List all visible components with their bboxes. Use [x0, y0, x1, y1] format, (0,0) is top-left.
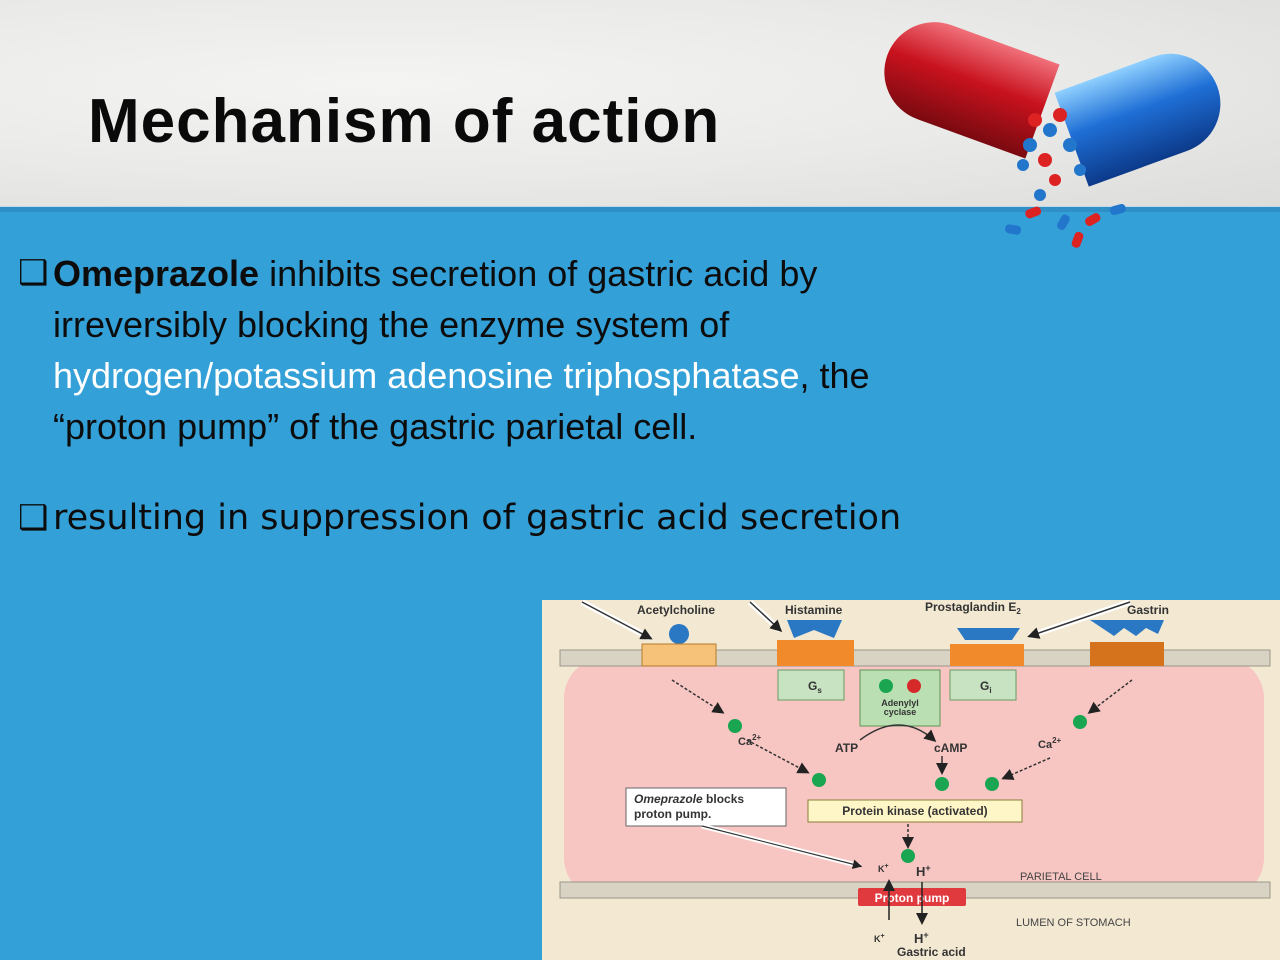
- plus-icon: [1073, 715, 1087, 729]
- gs-protein: [777, 669, 845, 701]
- bullet-suppression: ❑ resulting in suppression of gastric ac…: [18, 490, 978, 546]
- ep3-receptor: [950, 644, 1024, 666]
- pge-ligand: [957, 628, 1020, 640]
- bullet-text: Omeprazole inhibits secretion of gastric…: [18, 248, 933, 452]
- enzyme-name: hydrogen/potassium adenosine triphosphat…: [53, 355, 800, 396]
- capsule-illustration: [884, 22, 1221, 248]
- receptor-acetylcholine: Acetylcholine: [637, 603, 715, 617]
- cyclase-label: cyclase: [884, 707, 917, 717]
- h-in-label: H+: [916, 863, 931, 879]
- callout-line2: proton pump.: [634, 807, 711, 821]
- cell-body: [564, 658, 1264, 898]
- adenylyl-cyclase: [859, 669, 941, 727]
- receptor-histamine: Histamine: [785, 603, 843, 617]
- callout-line1: Omeprazole blocks: [634, 792, 744, 806]
- protein-kinase-label: Protein kinase (activated): [842, 804, 987, 818]
- k-in-label: K+: [878, 863, 889, 874]
- ca-right: Ca2+: [1038, 736, 1062, 751]
- callout-arrow: [701, 825, 863, 869]
- protein-kinase-box: [807, 799, 1023, 823]
- bullet-text-a: inhibits secretion of gastric acid by ir…: [53, 253, 818, 345]
- bullet-text-c: , the “proton pump” of the gastric parie…: [53, 355, 870, 447]
- header-divider: [0, 206, 1280, 213]
- parietal-cell-label: PARIETAL CELL: [1020, 871, 1102, 883]
- atp-camp-arrow: [859, 724, 937, 742]
- ca-left: Ca2+: [738, 733, 762, 748]
- proton-pump-label: Proton pump: [875, 891, 950, 905]
- proton-pump: [858, 888, 966, 906]
- h2-receptor: [777, 640, 854, 666]
- prostaglandin-sub: 2: [1016, 607, 1021, 616]
- gastrin-signal-arrow: [1087, 679, 1133, 714]
- gs-label: Gs: [808, 679, 822, 695]
- plus-icon: [935, 777, 949, 791]
- gi-label: Gi: [980, 679, 992, 695]
- drug-name: Omeprazole: [53, 253, 260, 294]
- ach-receptor: [641, 643, 717, 667]
- h-out-label: H+: [914, 930, 929, 946]
- cck2-receptor: [1090, 642, 1164, 666]
- camp-label: cAMP: [934, 741, 967, 755]
- plus-icon: [812, 773, 826, 787]
- parietal-cell-diagram: Acetylcholine Histamine Prostaglandin E2…: [542, 600, 1280, 960]
- plus-icon: [901, 849, 915, 863]
- atp-label: ATP: [835, 741, 858, 755]
- gastric-acid-label: Gastric acid: [897, 945, 966, 959]
- checkbox-bullet-icon: ❑: [18, 253, 49, 293]
- gi-protein: [949, 669, 1017, 701]
- omeprazole-callout: [625, 787, 787, 827]
- adenylyl-label: Adenylyl: [881, 698, 919, 708]
- stimulate-icon: [879, 679, 893, 693]
- slide-title: Mechanism of action: [88, 87, 721, 156]
- plus-icon: [985, 777, 999, 791]
- ca-signal-arrow: [746, 739, 810, 774]
- lumen-label: LUMEN OF STOMACH: [1016, 917, 1131, 929]
- inhibit-icon: [907, 679, 921, 693]
- diagram-svg: Acetylcholine Histamine Prostaglandin E2…: [559, 600, 1271, 959]
- beads-icon: [1005, 108, 1126, 248]
- k-out-label: K+: [874, 933, 885, 944]
- prostaglandin-label: Prostaglandin E: [925, 600, 1016, 614]
- receptor-prostaglandin: Prostaglandin E2: [925, 600, 1021, 616]
- gastrin-ligand: [1090, 620, 1164, 636]
- bullet-omeprazole: ❑ Omeprazole inhibits secretion of gastr…: [18, 248, 978, 452]
- receptor-gastrin: Gastrin: [1127, 603, 1169, 617]
- checkbox-bullet-icon: ❑: [18, 498, 49, 538]
- plus-icon: [728, 719, 742, 733]
- acetylcholine-ligand: [669, 624, 689, 644]
- histamine-ligand: [787, 620, 842, 638]
- bullet-text: resulting in suppression of gastric acid…: [53, 498, 902, 538]
